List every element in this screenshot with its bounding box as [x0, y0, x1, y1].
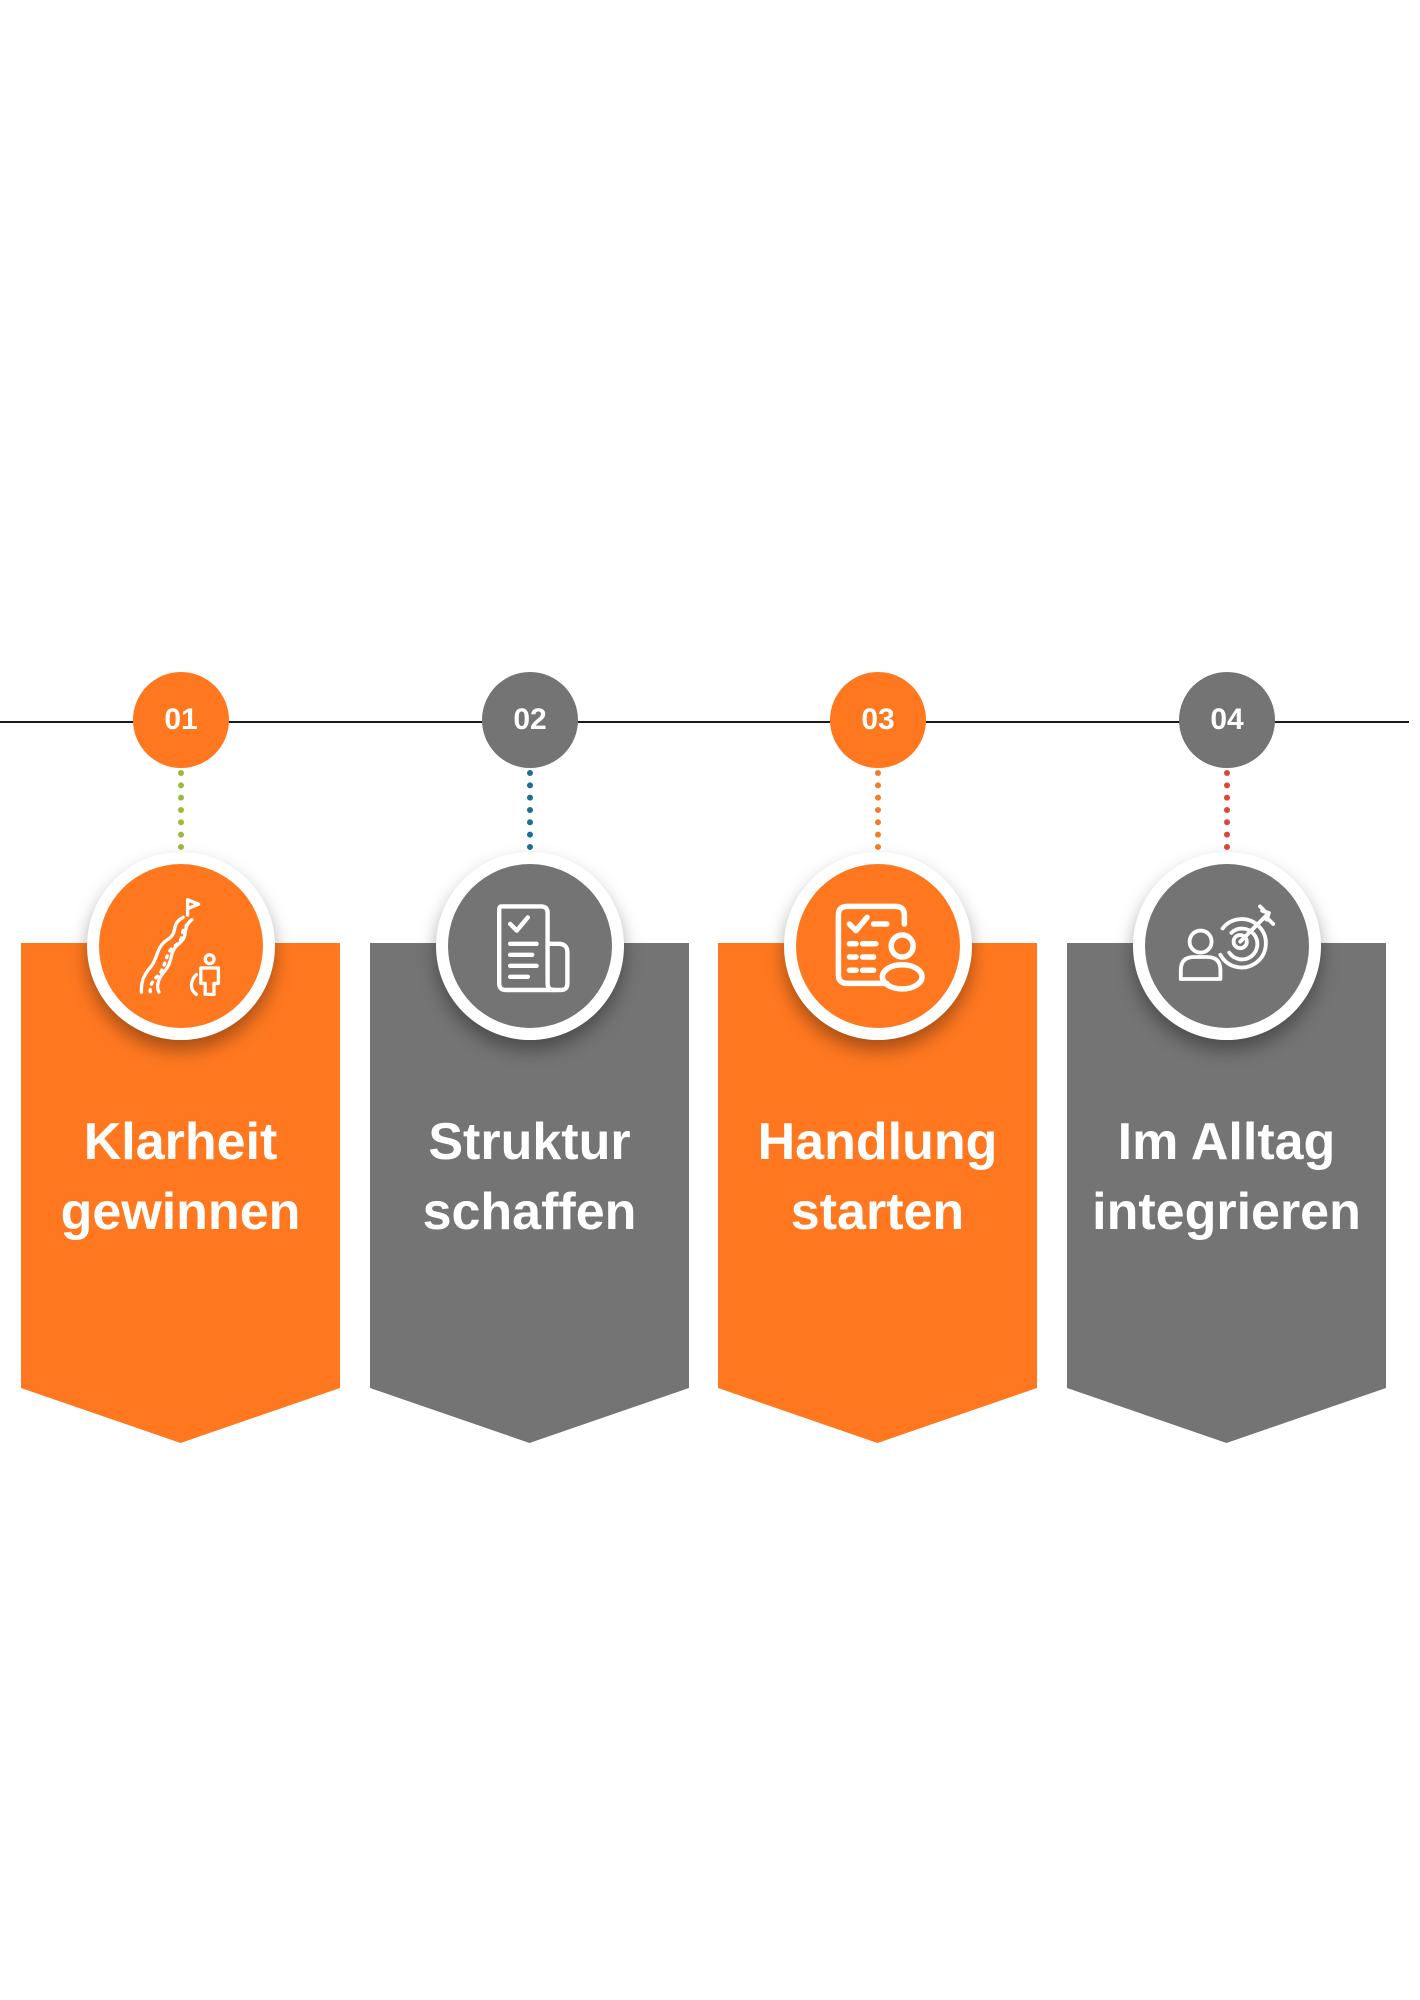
step-1-title-line-2: gewinnen [60, 1183, 301, 1241]
timeline-line [0, 721, 1409, 723]
step-2-number: 02 [482, 672, 578, 768]
step-1-icon-badge [87, 852, 275, 1040]
step-4-title: Im Alltag integrieren [1067, 1107, 1386, 1247]
step-1-connector [178, 770, 184, 850]
task-list-person-icon [796, 864, 960, 1028]
step-2-connector [527, 770, 533, 850]
step-4-icon-badge [1133, 852, 1321, 1040]
step-2-title-line-1: Struktur [428, 1113, 631, 1171]
step-1-title: Klarheit gewinnen [21, 1107, 340, 1247]
step-1-title-line-1: Klarheit [83, 1113, 278, 1171]
step-3-icon-badge [784, 852, 972, 1040]
step-2-title-line-2: schaffen [422, 1183, 637, 1241]
step-4: 04 Im Alltag integrieren [1067, 0, 1386, 2000]
step-1: 01 Klarheit gewinnen [21, 0, 340, 2000]
step-3-title-line-2: starten [790, 1183, 965, 1241]
step-3-title: Handlung starten [718, 1107, 1037, 1247]
step-3-connector [875, 770, 881, 850]
step-4-title-line-1: Im Alltag [1117, 1113, 1336, 1171]
step-1-number: 01 [133, 672, 229, 768]
step-3-title-line-1: Handlung [757, 1113, 998, 1171]
person-target-icon [1145, 864, 1309, 1028]
step-4-connector [1224, 770, 1230, 850]
step-2-icon-badge [436, 852, 624, 1040]
winding-path-person-icon [99, 864, 263, 1028]
checklist-document-icon [448, 864, 612, 1028]
step-2: 02 Struktur schaffen [370, 0, 689, 2000]
step-2-title: Struktur schaffen [370, 1107, 689, 1247]
step-3: 03 Handlung starten [718, 0, 1037, 2000]
step-4-number: 04 [1179, 672, 1275, 768]
step-4-title-line-2: integrieren [1092, 1183, 1361, 1241]
step-3-number: 03 [830, 672, 926, 768]
